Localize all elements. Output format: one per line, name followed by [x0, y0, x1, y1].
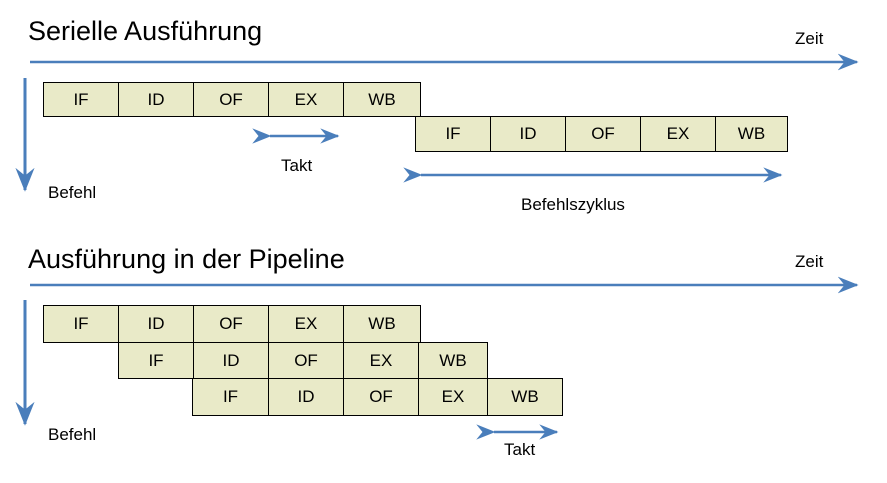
serial-row1-stage-ex: EX [640, 116, 716, 152]
serial-row0-stage-id: ID [118, 82, 194, 117]
serial-row1-stage-id: ID [490, 116, 566, 152]
serial-instruction-axis-label: Befehl [48, 183, 97, 202]
pipeline-time-axis-label: Zeit [795, 252, 824, 271]
pipeline-row1-stage-if: IF [118, 342, 194, 379]
serial-befehlszyklus-label: Befehlszyklus [521, 195, 625, 214]
pipeline-row1-stage-ex: EX [343, 342, 419, 379]
pipeline-instruction-axis-label: Befehl [48, 425, 97, 444]
serial-row0-stage-wb: WB [343, 82, 421, 117]
pipeline-row1-stage-id: ID [193, 342, 269, 379]
serial-section-title: Serielle Ausführung [28, 16, 263, 46]
pipeline-row2-stage-wb: WB [487, 378, 563, 416]
pipeline-row2-stage-of: OF [343, 378, 419, 416]
serial-row0-stage-if: IF [43, 82, 119, 117]
pipeline-row0-stage-ex: EX [268, 305, 344, 343]
serial-row0-stage-ex: EX [268, 82, 344, 117]
pipeline-row0-stage-id: ID [118, 305, 194, 343]
pipeline-row2-stage-if: IF [192, 378, 269, 416]
pipeline-row1-stage-wb: WB [418, 342, 488, 379]
serial-row1-stage-if: IF [415, 116, 491, 152]
serial-takt-label: Takt [281, 156, 313, 175]
pipeline-takt-label: Takt [504, 440, 536, 459]
serial-row1-stage-wb: WB [715, 116, 788, 152]
serial-time-axis-label: Zeit [795, 29, 824, 48]
serial-row0-stage-of: OF [193, 82, 269, 117]
pipeline-row0-stage-if: IF [43, 305, 119, 343]
pipeline-section-title: Ausführung in der Pipeline [28, 244, 345, 274]
pipeline-row0-stage-of: OF [193, 305, 269, 343]
pipeline-row1-stage-of: OF [268, 342, 344, 379]
serial-row1-stage-of: OF [565, 116, 641, 152]
pipeline-row2-stage-ex: EX [418, 378, 488, 416]
pipeline-row0-stage-wb: WB [343, 305, 421, 343]
pipeline-row2-stage-id: ID [268, 378, 344, 416]
